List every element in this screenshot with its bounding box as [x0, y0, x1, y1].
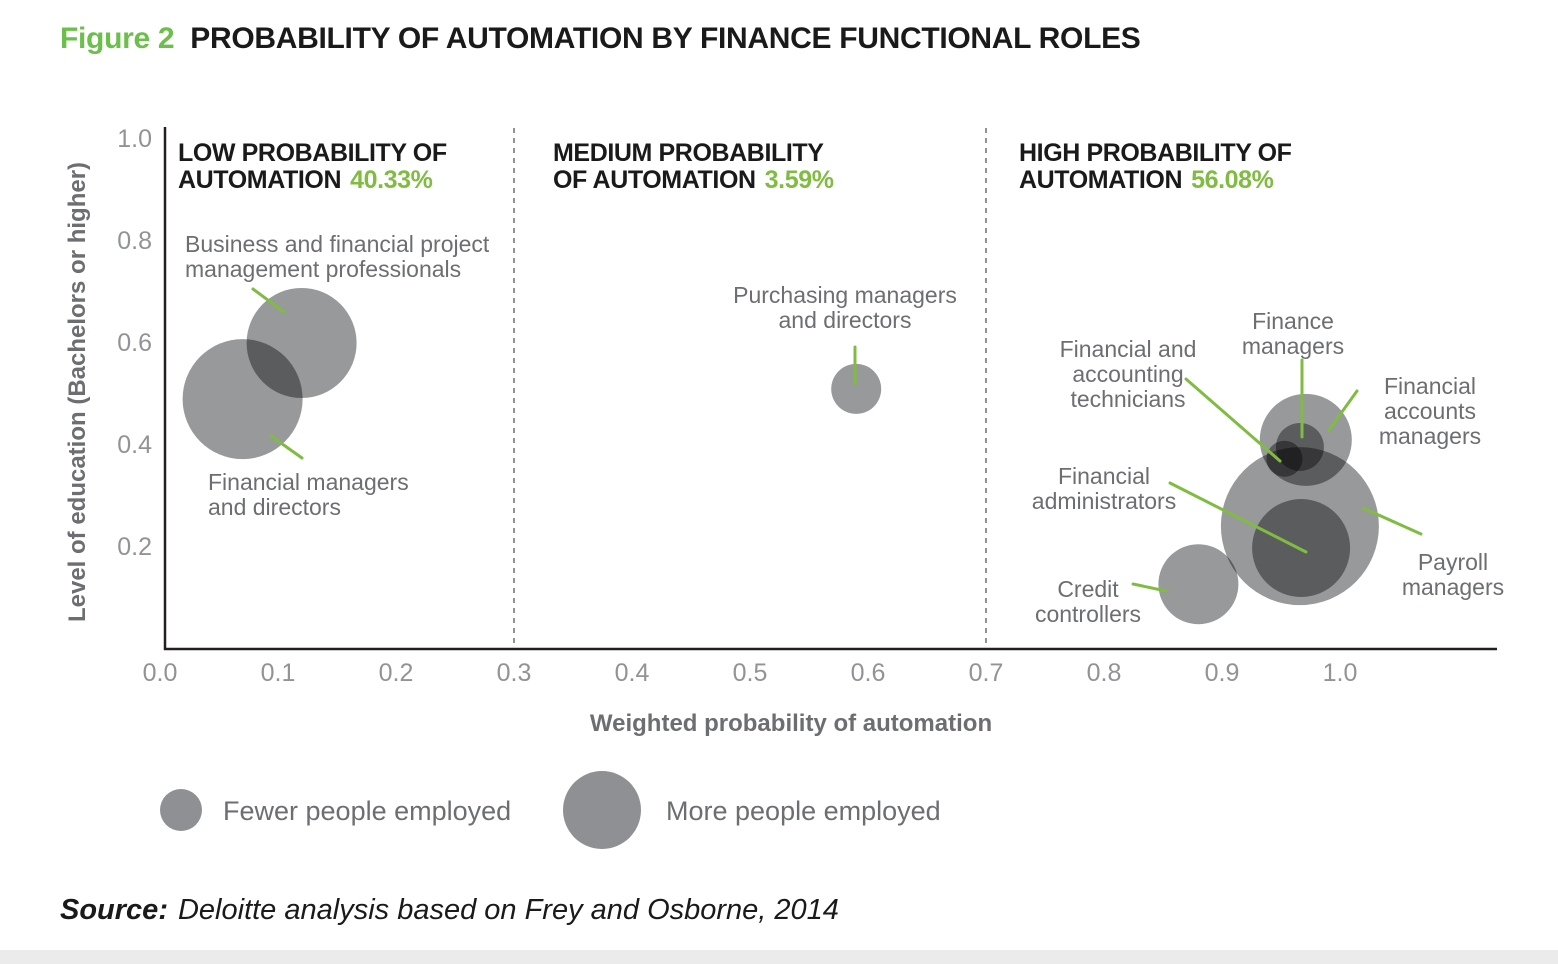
- bubble-label-technicians: Financial and accounting technicians: [1059, 336, 1197, 412]
- figure-number-label: Figure 2: [60, 22, 175, 55]
- bubble-label-credit-controllers: Credit controllers: [1034, 576, 1142, 627]
- bubbles-group: [182, 288, 1379, 625]
- y-tick-label: 0.4: [117, 431, 152, 459]
- y-axis-title: Level of education (Bachelors or higher): [64, 161, 91, 623]
- x-tick-label: 0.7: [968, 659, 1004, 687]
- leader-line-financial-managers: [269, 434, 304, 460]
- legend-label-more: More people employed: [666, 796, 941, 826]
- x-axis-title: Weighted probability of automation: [589, 710, 993, 737]
- bottom-strip: [0, 950, 1558, 964]
- leader-line-administrators: [1168, 481, 1308, 554]
- x-tick-label: 0.9: [1204, 659, 1240, 687]
- leader-line-technicians: [1184, 377, 1282, 463]
- x-tick-label: 0.6: [850, 659, 886, 687]
- leader-line-business-project: [251, 287, 286, 314]
- legend-small-bubble: [160, 789, 202, 831]
- x-tick-label: 0.2: [378, 659, 414, 687]
- page-title: PROBABILITY OF AUTOMATION BY FINANCE FUN…: [190, 22, 1141, 55]
- bubble-credit-controllers: [1158, 544, 1239, 625]
- bubble-label-financial-managers: Financial managers and directors: [208, 469, 409, 520]
- bubble-label-finance-managers: Finance managers: [1241, 308, 1345, 359]
- bubble-label-business-project: Business and financial project managemen…: [185, 231, 490, 282]
- section-heading-medium-text: MEDIUM PROBABILITY OF AUTOMATION: [553, 139, 824, 194]
- bubble-label-purchasing: Purchasing managers and directors: [733, 282, 957, 333]
- y-tick-label: 0.6: [117, 329, 152, 357]
- leader-line-accounts-managers: [1327, 389, 1359, 432]
- figure-title-row: Figure 2 PROBABILITY OF AUTOMATION BY FIN…: [60, 22, 1141, 56]
- x-tick-label: 0.1: [260, 659, 296, 687]
- bubble-purchasing: [831, 363, 882, 414]
- x-tick-label: 0.4: [614, 659, 650, 687]
- bubble-label-payroll: Payroll managers: [1401, 549, 1505, 600]
- legend-label-fewer: Fewer people employed: [223, 796, 512, 826]
- section-share-low: 40.33%: [350, 166, 433, 194]
- legend-large-bubble: [563, 771, 641, 849]
- section-heading-low-text: LOW PROBABILITY OF AUTOMATION: [178, 139, 447, 194]
- y-tick-label: 0.8: [117, 227, 152, 255]
- section-share-medium: 3.59%: [764, 166, 834, 194]
- source-prefix: Source:: [60, 894, 168, 926]
- x-tick-label: 0.8: [1086, 659, 1122, 687]
- x-tick-label: 0.5: [732, 659, 768, 687]
- y-tick-label: 1.0: [117, 125, 152, 153]
- bubble-label-administrators: Financial administrators: [1031, 463, 1177, 514]
- bubble-financial-managers: [182, 339, 303, 460]
- leader-line-payroll: [1361, 506, 1423, 536]
- source-text: Deloitte analysis based on Frey and Osbo…: [177, 894, 839, 926]
- x-tick-label: 1.0: [1322, 659, 1358, 687]
- y-tick-label: 0.2: [117, 533, 152, 561]
- section-heading-high-text: HIGH PROBABILITY OF AUTOMATION: [1019, 139, 1292, 194]
- source-line: Source: Deloitte analysis based on Frey a…: [60, 894, 839, 927]
- section-share-high: 56.08%: [1191, 166, 1274, 194]
- bubble-label-accounts-managers: Financial accounts managers: [1378, 373, 1482, 449]
- x-tick-label: 0.0: [142, 659, 178, 687]
- leader-line-credit-controllers: [1131, 582, 1168, 593]
- x-tick-label: 0.3: [496, 659, 532, 687]
